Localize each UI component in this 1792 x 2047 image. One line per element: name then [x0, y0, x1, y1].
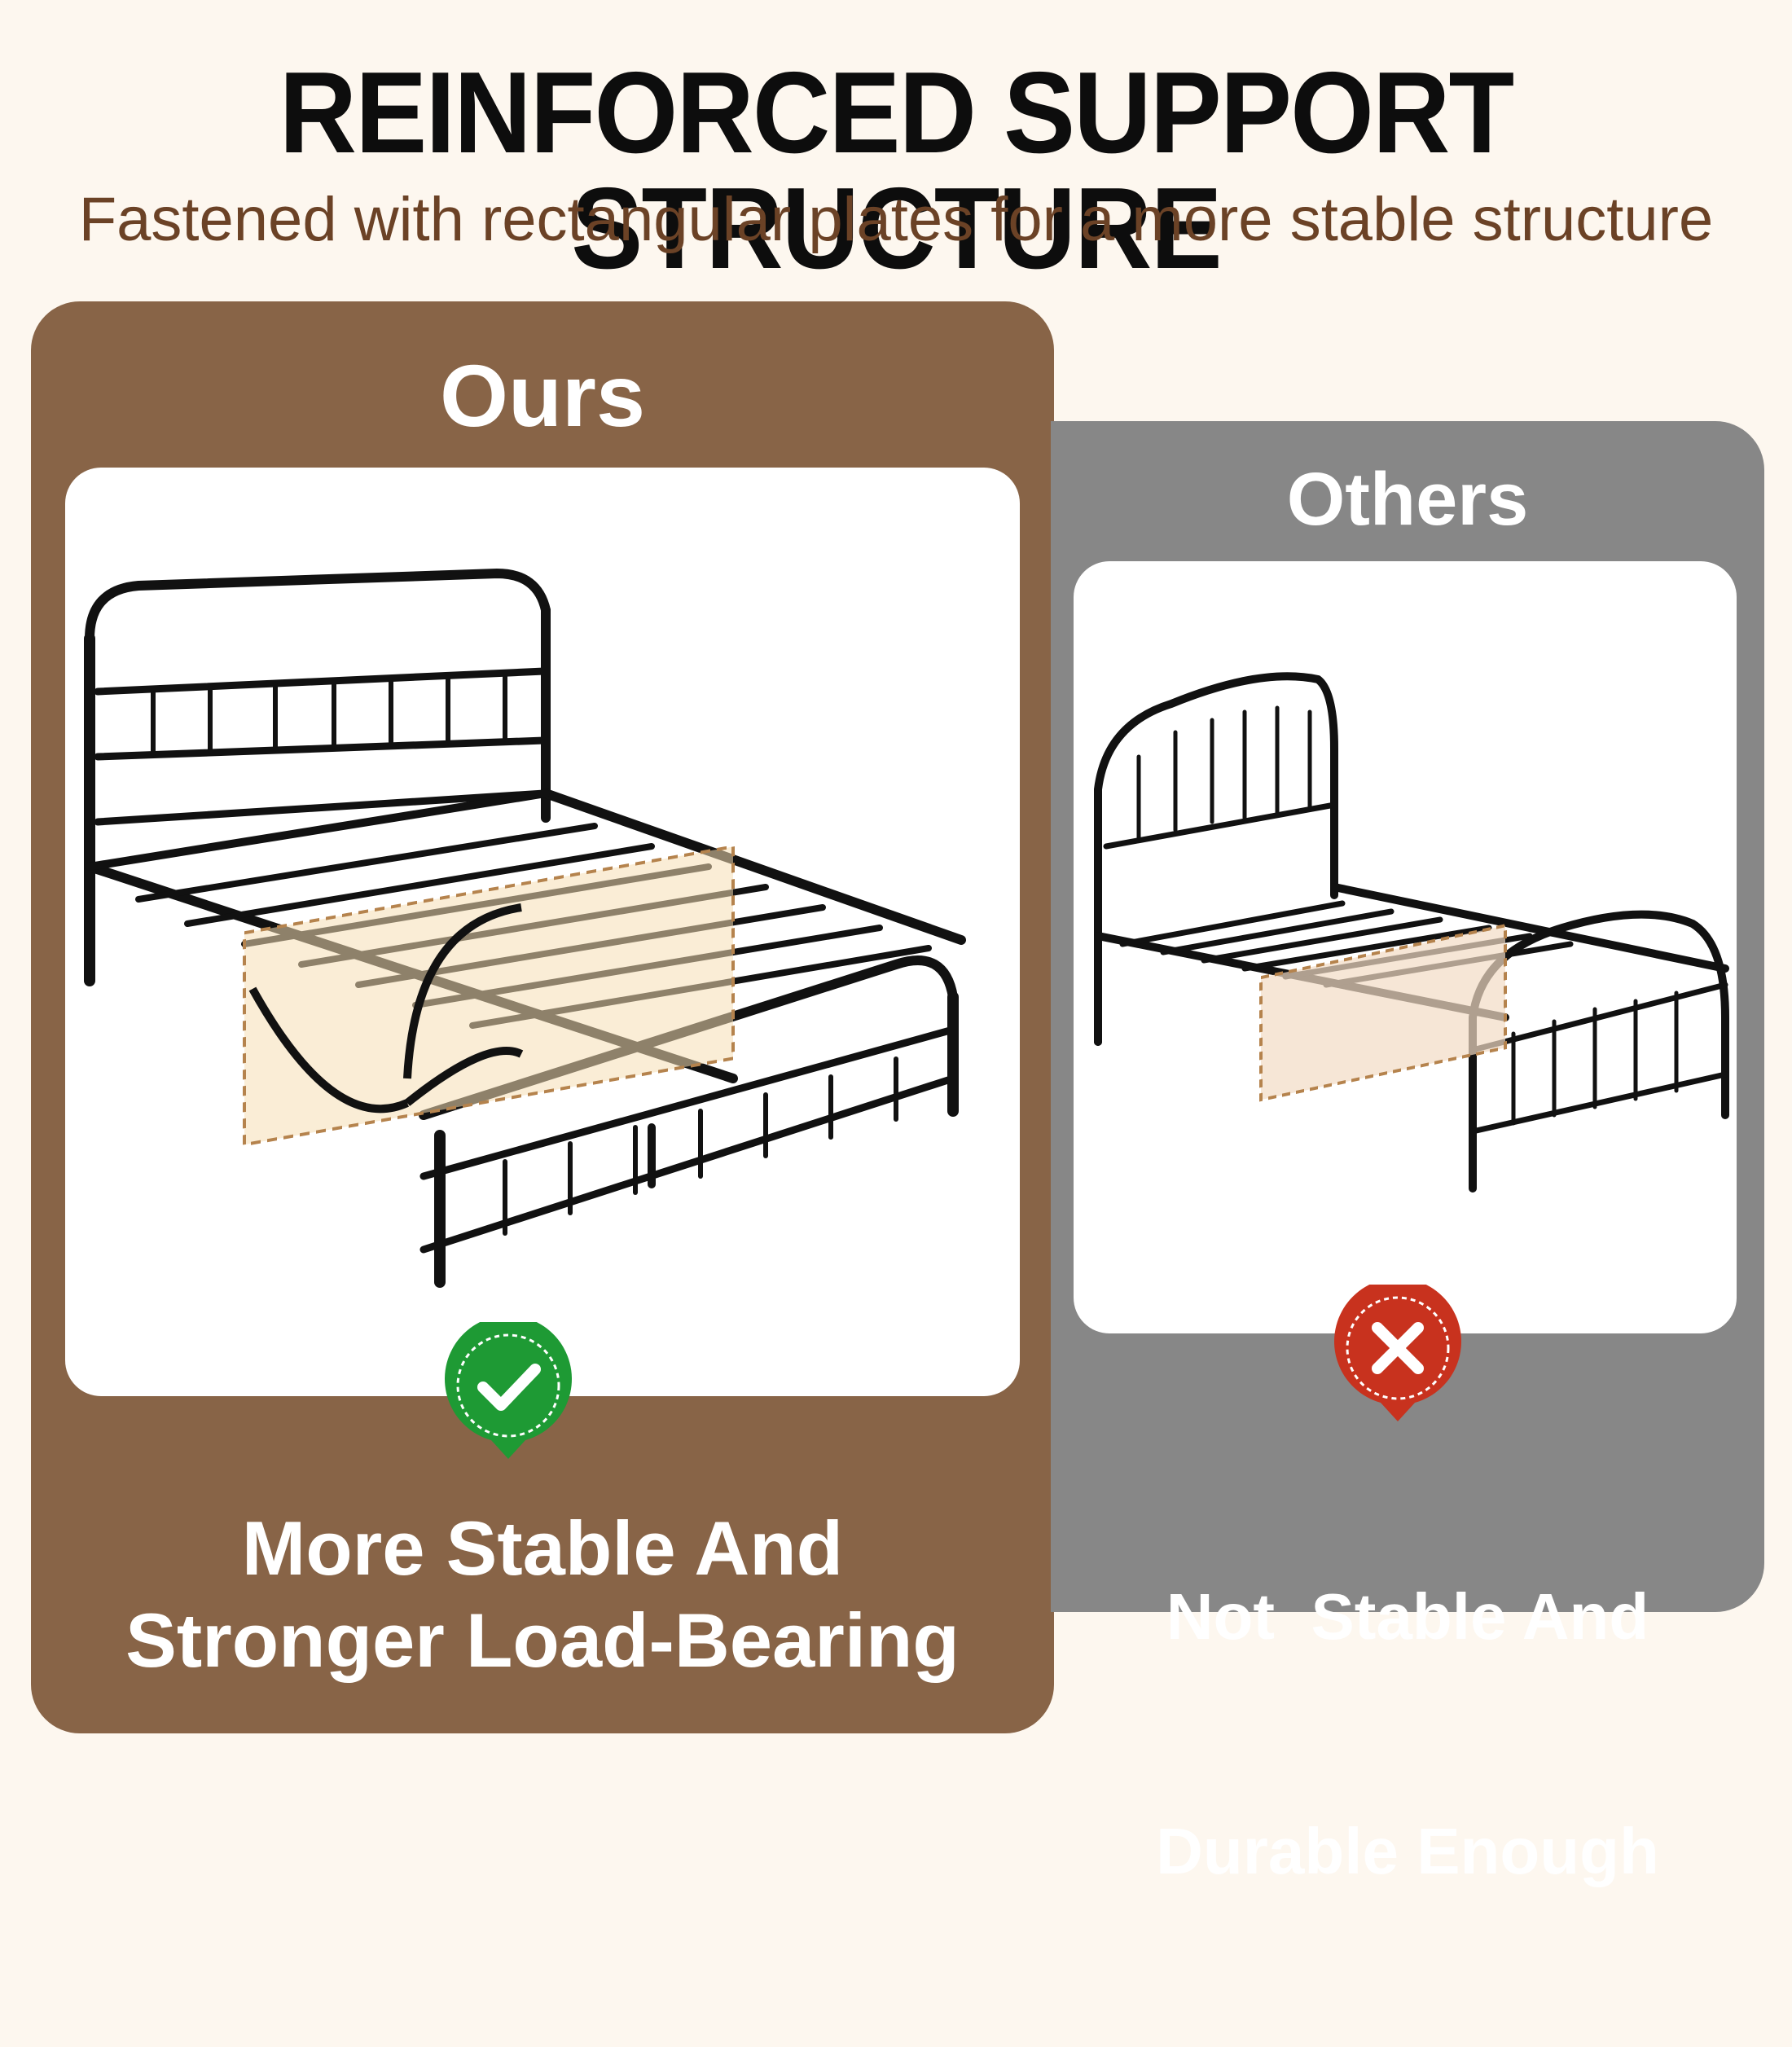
others-bed-image [1074, 561, 1737, 1333]
ours-label: Ours [439, 346, 646, 445]
others-caption-line2: Durable Enough [1156, 1815, 1659, 1887]
others-caption-line1: Not Stable And [1166, 1580, 1649, 1653]
ours-caption: More Stable And Stronger Load-Bearing [31, 1503, 1054, 1687]
ours-caption-line1: More Stable And [241, 1505, 844, 1591]
cross-icon [1372, 1322, 1424, 1374]
ours-caption-line2: Stronger Load-Bearing [125, 1597, 960, 1683]
ours-panel: Ours [31, 301, 1054, 1733]
ours-bed-image [65, 468, 1020, 1396]
page-title: REINFORCED SUPPORT STRUCTURE [279, 48, 1515, 293]
others-label: Others [1286, 458, 1529, 541]
others-panel: Others [1051, 421, 1764, 1887]
check-icon [477, 1364, 541, 1411]
others-caption: Not Stable And Durable Enough [1051, 1421, 1764, 2047]
check-badge [442, 1322, 574, 1461]
page-subtitle: Fastened with rectangular plates for a m… [78, 185, 1714, 254]
cross-badge [1332, 1285, 1464, 1423]
